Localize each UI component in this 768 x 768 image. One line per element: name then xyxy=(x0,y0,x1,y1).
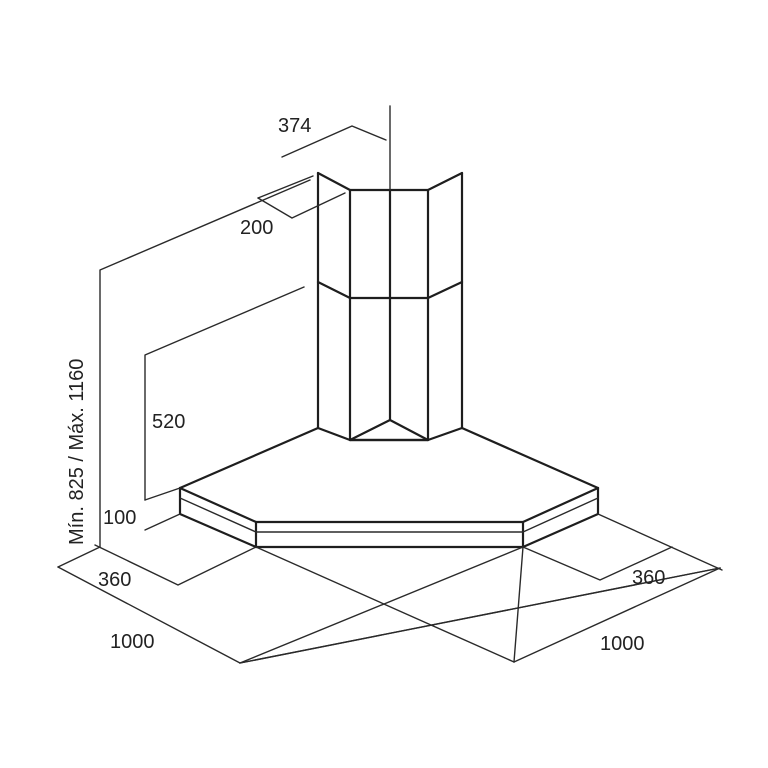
dim-1000-left: 1000 xyxy=(110,631,155,653)
dimension-lines xyxy=(57,105,723,664)
dim-100: 100 xyxy=(103,507,136,529)
hood-body xyxy=(178,426,600,549)
dim-total-height: Mín. 825 / Máx. 1160 xyxy=(66,359,88,545)
dim-520: 520 xyxy=(152,411,185,433)
dim-360-right: 360 xyxy=(632,567,665,589)
dim-374: 374 xyxy=(278,115,311,137)
dim-360-left: 360 xyxy=(98,569,131,591)
chimney-upper xyxy=(316,171,464,442)
dim-200: 200 xyxy=(240,217,273,239)
dim-1000-right: 1000 xyxy=(600,633,645,655)
